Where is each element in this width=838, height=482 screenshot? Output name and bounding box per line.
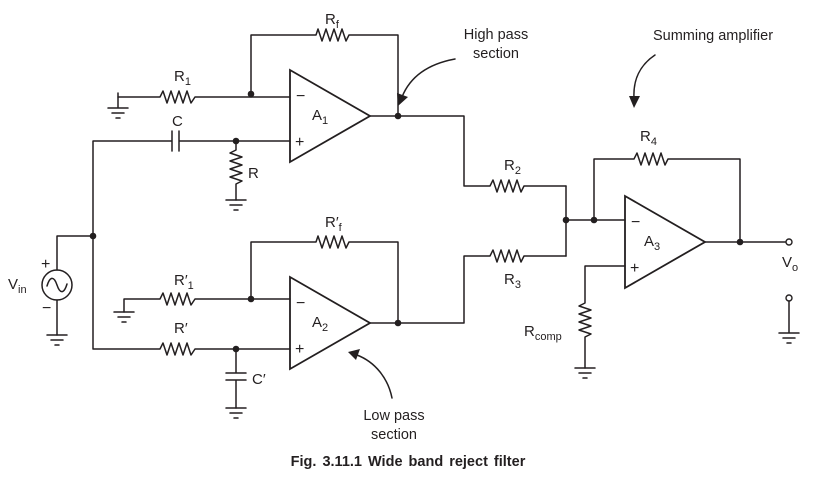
r3-resistor xyxy=(369,249,567,324)
high-pass-arrow-icon xyxy=(397,58,456,106)
svg-text:R′f: R′f xyxy=(325,214,343,234)
svg-text:Vo: Vo xyxy=(782,254,798,274)
c-capacitor xyxy=(92,130,291,237)
a2-inverting-sign: − xyxy=(296,295,305,312)
rf-label: R xyxy=(325,11,336,28)
r1-label-sub: 1 xyxy=(185,76,191,88)
ac-source-icon xyxy=(41,269,73,301)
a1-noninverting-sign: + xyxy=(295,134,304,151)
a1-inverting-sign: − xyxy=(296,88,305,105)
c-prime-ground-icon xyxy=(225,407,247,419)
low-pass-note-line2: section xyxy=(371,427,417,443)
r2-label-sub: 2 xyxy=(515,165,521,177)
opamp-a2: − + A2 xyxy=(289,275,372,371)
rf-label-sub: f xyxy=(336,19,340,31)
vin-ground-icon xyxy=(46,334,68,346)
rf-prime-label: R′ xyxy=(325,214,339,231)
low-pass-note-line1: Low pass xyxy=(363,408,424,424)
r4-label: R xyxy=(640,128,651,145)
a3-inverting-sign: − xyxy=(631,214,640,231)
opamp-a3: − + A3 xyxy=(624,194,707,290)
svg-text:R2: R2 xyxy=(504,157,521,177)
input-wiring xyxy=(56,235,94,336)
rcomp-resistor xyxy=(578,265,626,369)
r1-ground-icon xyxy=(107,96,129,119)
rcomp-ground-icon xyxy=(574,367,596,379)
svg-text:R3: R3 xyxy=(504,271,521,291)
r-prime-label: R′ xyxy=(174,320,188,337)
a2-label: A xyxy=(312,314,322,331)
a3-noninverting-sign: + xyxy=(630,260,639,277)
r1-prime-resistor xyxy=(123,292,291,313)
vin-minus-sign: − xyxy=(42,300,51,317)
high-pass-note-line2: section xyxy=(473,46,519,62)
opamp-a1: − + A1 xyxy=(289,68,372,164)
svg-text:R4: R4 xyxy=(640,128,657,148)
vo-ground-icon xyxy=(778,300,800,344)
svg-text:R1: R1 xyxy=(174,68,191,88)
summing-note: Summing amplifier xyxy=(653,28,773,44)
a2-noninverting-sign: + xyxy=(295,341,304,358)
r-label: R xyxy=(248,165,259,182)
svg-text:R′1: R′1 xyxy=(174,272,194,292)
vin-label-sub: in xyxy=(18,284,27,296)
r4-label-sub: 4 xyxy=(651,136,657,148)
summing-arrow-icon xyxy=(629,54,656,108)
svg-text:A1: A1 xyxy=(312,107,328,127)
r1-prime-ground-icon xyxy=(113,311,135,323)
r-resistor xyxy=(229,140,243,201)
r1-resistor xyxy=(117,90,291,104)
c-prime-label: C′ xyxy=(252,371,266,388)
rf-prime-label-sub: f xyxy=(339,222,343,234)
r1-label: R xyxy=(174,68,185,85)
r3-label: R xyxy=(504,271,515,288)
vin-plus-sign: + xyxy=(41,256,50,273)
rf-resistor xyxy=(250,28,399,117)
r3-label-sub: 3 xyxy=(515,279,521,291)
r1-prime-label-sub: 1 xyxy=(188,280,194,292)
r-prime-resistor xyxy=(92,235,291,356)
low-pass-arrow-icon xyxy=(348,349,393,399)
vo-label: V xyxy=(782,254,792,271)
rf-prime-resistor xyxy=(250,235,399,324)
high-pass-note-line1: High pass xyxy=(464,27,528,43)
r4-resistor xyxy=(593,152,741,243)
a3-label-sub: 3 xyxy=(654,241,660,253)
a3-label: A xyxy=(644,233,654,250)
a1-label: A xyxy=(312,107,322,124)
vo-label-sub: o xyxy=(792,262,798,274)
rcomp-label-sub: comp xyxy=(535,331,562,343)
svg-text:Rcomp: Rcomp xyxy=(524,323,562,343)
svg-text:A2: A2 xyxy=(312,314,328,334)
rcomp-label: R xyxy=(524,323,535,340)
r2-label: R xyxy=(504,157,515,174)
vo-ground-terminal-icon xyxy=(785,294,793,302)
r2-resistor xyxy=(369,115,567,193)
svg-text:Rf: Rf xyxy=(325,11,340,31)
a2-label-sub: 2 xyxy=(322,322,328,334)
r-ground-icon xyxy=(225,199,247,211)
a1-label-sub: 1 xyxy=(322,115,328,127)
r1-prime-label: R′ xyxy=(174,272,188,289)
c-label: C xyxy=(172,113,183,130)
figure-caption: Fig. 3.11.1 Wide band reject filter xyxy=(291,454,526,470)
c-prime-capacitor xyxy=(225,348,247,409)
svg-text:A3: A3 xyxy=(644,233,660,253)
vin-label: V xyxy=(8,276,18,293)
svg-text:Vin: Vin xyxy=(8,276,27,296)
vo-terminal-icon xyxy=(785,238,793,246)
